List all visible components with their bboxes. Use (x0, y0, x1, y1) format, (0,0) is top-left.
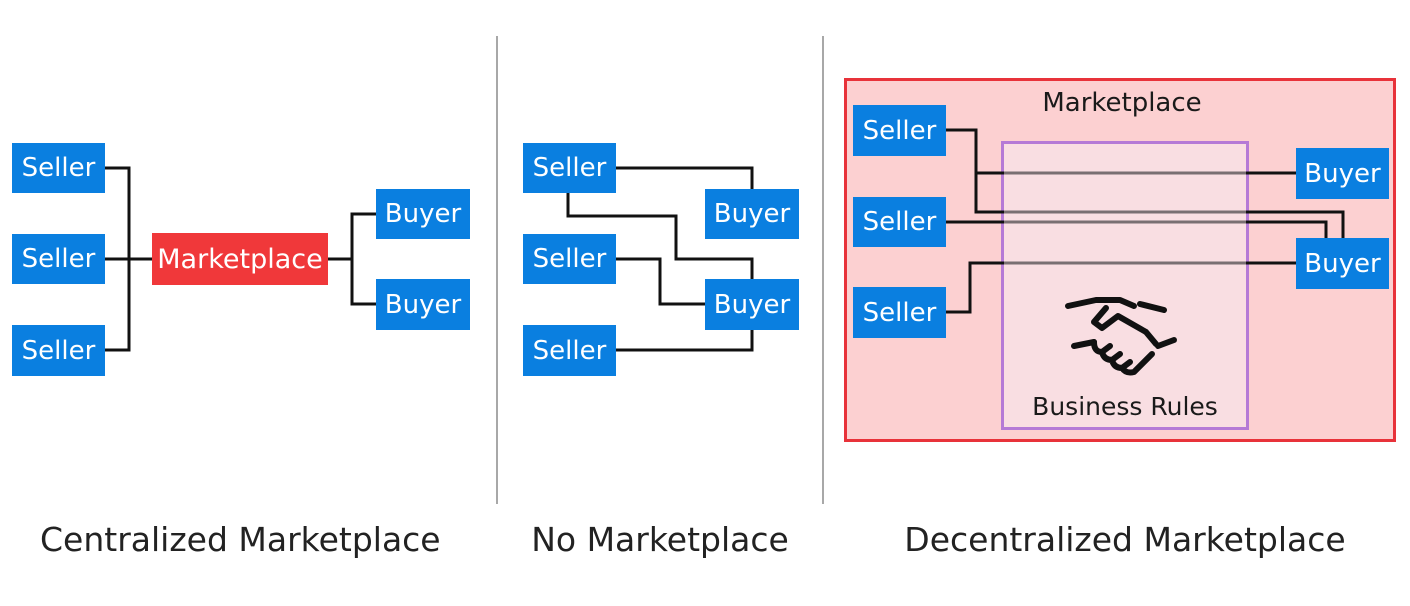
centralized-seller-2: Seller (12, 234, 105, 284)
none-buyer-1: Buyer (705, 189, 799, 239)
decentralized-region-title: Marketplace (1042, 88, 1202, 118)
decentralized-seller-3: Seller (853, 287, 946, 338)
none-seller-3: Seller (523, 325, 616, 376)
connector-none-s3-b2 (616, 330, 754, 352)
none-seller-1: Seller (523, 143, 616, 193)
caption-no-marketplace: No Marketplace (531, 520, 789, 559)
connector-dec-s1-b1 (946, 128, 1296, 175)
connector-dec-s1-b2 (974, 173, 1345, 238)
divider-left (496, 36, 498, 504)
decentralized-seller-1: Seller (853, 105, 946, 156)
connector-none-s2-b2 (616, 257, 705, 306)
caption-centralized: Centralized Marketplace (40, 520, 441, 559)
divider-right (822, 36, 824, 504)
centralized-buyer-1: Buyer (376, 189, 470, 239)
business-rules-label: Business Rules (1032, 392, 1218, 421)
centralized-seller-1: Seller (12, 143, 105, 193)
centralized-seller-3: Seller (12, 325, 105, 376)
handshake-icon (1065, 297, 1177, 376)
connector-none-s1-b2 (566, 192, 754, 279)
none-seller-2: Seller (523, 234, 616, 284)
decentralized-seller-2: Seller (853, 197, 946, 247)
connector-dec-s3-b2 (946, 261, 1296, 314)
connector-dec-s2-b2 (946, 220, 1328, 238)
none-buyer-2: Buyer (705, 279, 799, 330)
connector-centralized-buyers (350, 212, 376, 306)
caption-decentralized: Decentralized Marketplace (904, 520, 1346, 559)
decentralized-buyer-2: Buyer (1296, 238, 1389, 289)
centralized-marketplace-hub: Marketplace (152, 233, 328, 285)
connector-none-s1-b1 (616, 166, 754, 189)
centralized-buyer-2: Buyer (376, 279, 470, 330)
business-rules-panel (1001, 141, 1249, 430)
decentralized-buyer-1: Buyer (1296, 148, 1389, 199)
